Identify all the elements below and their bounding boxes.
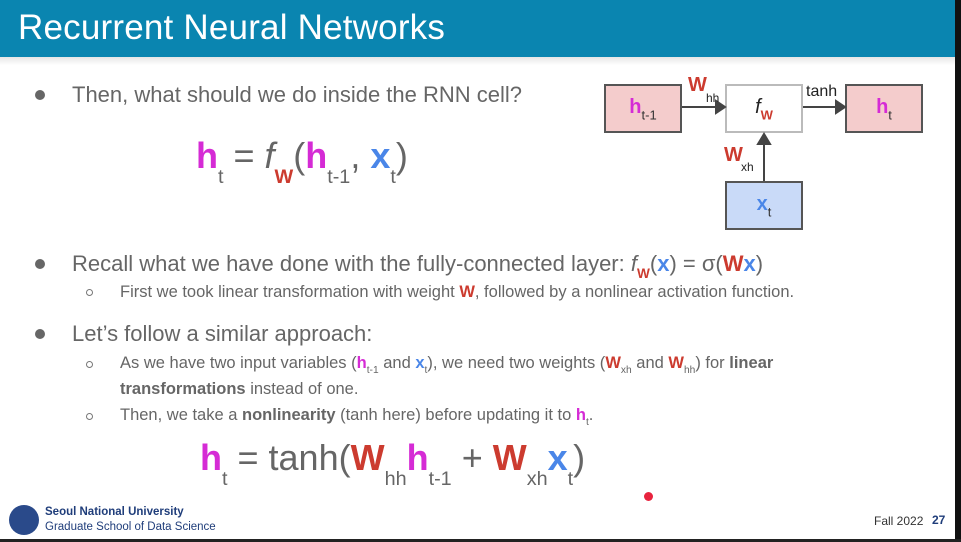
equation-2: ht = tanh(Whhht-1 + Wxhxt) xyxy=(200,437,586,490)
school-name: Graduate School of Data Science xyxy=(45,521,216,533)
sub-bullet-circle xyxy=(86,413,93,420)
w-xh-sub: xh xyxy=(741,160,754,174)
w-hh-label: W xyxy=(688,74,707,96)
slide-title: Recurrent Neural Networks xyxy=(18,8,446,47)
sub-bullet-3-2: Then, we take a nonlinearity (tanh here)… xyxy=(120,406,594,429)
sub-bullet-circle xyxy=(86,289,93,296)
h-out-box: ht xyxy=(845,84,923,133)
university-name: Seoul National University xyxy=(45,506,184,518)
x-in-box: xt xyxy=(725,181,803,230)
f-w-box: fW xyxy=(725,84,803,133)
university-logo-icon xyxy=(9,505,39,535)
w-xh-label: W xyxy=(724,144,743,166)
sub-bullet-3-1: As we have two input variables (ht-1 and… xyxy=(120,354,774,377)
sub-bullet-3-1-cont: transformations instead of one. xyxy=(120,380,359,398)
bullet-1-text: Then, what should we do inside the RNN c… xyxy=(72,82,523,107)
arrow-head-icon xyxy=(756,132,772,145)
bullet-2-text: Recall what we have done with the fully-… xyxy=(72,251,764,281)
arrow-head-icon xyxy=(835,99,847,115)
bullet-dot xyxy=(35,90,45,100)
tanh-label: tanh xyxy=(806,83,838,100)
bullet-dot xyxy=(35,259,45,269)
laser-pointer-dot xyxy=(644,492,653,501)
bullet-dot xyxy=(35,329,45,339)
bullet-3-text: Let’s follow a similar approach: xyxy=(72,321,373,346)
header-shadow xyxy=(0,57,961,65)
page-number: 27 xyxy=(932,513,946,527)
equation-1: ht = fW(ht-1, xt) xyxy=(196,135,408,188)
title-bar xyxy=(0,0,955,57)
bottom-edge xyxy=(0,539,961,542)
window-edge xyxy=(955,0,961,542)
h-prev-box: ht-1 xyxy=(604,84,682,133)
term-label: Fall 2022 xyxy=(874,514,924,528)
sub-bullet-circle xyxy=(86,361,93,368)
w-hh-sub: hh xyxy=(706,91,720,105)
sub-bullet-2-1: First we took linear transformation with… xyxy=(120,283,795,301)
